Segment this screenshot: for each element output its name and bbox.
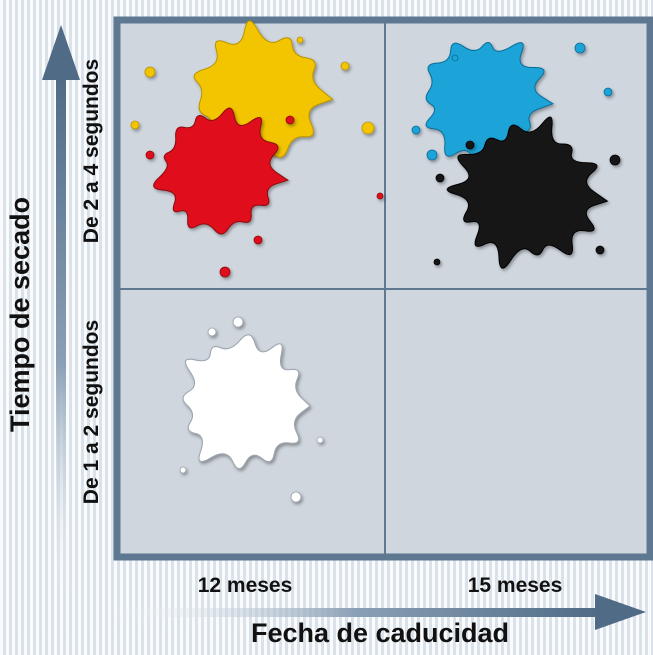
black-ink-splat-droplet bbox=[435, 173, 445, 183]
white-ink-splat-droplet bbox=[207, 327, 217, 337]
black-ink-splat-droplet bbox=[433, 258, 441, 266]
cyan-ink-splat-droplet bbox=[451, 54, 459, 62]
red-ink-splat-droplet bbox=[285, 115, 295, 125]
ink-splats bbox=[130, 20, 621, 503]
red-ink-splat bbox=[145, 107, 384, 278]
cyan-ink-splat-droplet bbox=[426, 149, 438, 161]
white-ink-splat bbox=[179, 316, 324, 503]
cyan-ink-splat-droplet bbox=[603, 87, 613, 97]
x-axis-arrowhead bbox=[595, 594, 646, 630]
black-ink-splat-droplet bbox=[609, 154, 621, 166]
white-ink-splat-droplet bbox=[316, 436, 324, 444]
row-label-bottom: De 1 a 2 segundos bbox=[80, 319, 103, 505]
black-ink-splat-droplet bbox=[465, 140, 475, 150]
x-axis-title: Fecha de caducidad bbox=[250, 618, 510, 648]
cyan-ink-splat-droplet bbox=[411, 125, 421, 135]
y-axis-arrow bbox=[56, 76, 66, 600]
yellow-ink-splat-droplet bbox=[296, 36, 304, 44]
black-ink-splat-body bbox=[446, 116, 609, 269]
white-ink-splat-droplet bbox=[232, 316, 244, 328]
x-axis-arrow bbox=[110, 608, 600, 617]
row-label-top: De 2 a 4 segundos bbox=[80, 58, 103, 244]
black-ink-splat-droplet bbox=[595, 245, 605, 255]
column-label-right: 15 meses bbox=[467, 574, 563, 597]
red-ink-splat-droplet bbox=[376, 192, 384, 200]
white-ink-splat-body bbox=[182, 334, 311, 470]
yellow-ink-splat-droplet bbox=[130, 120, 140, 130]
yellow-ink-splat-droplet bbox=[361, 121, 375, 135]
column-label-left: 12 meses bbox=[197, 574, 293, 597]
black-ink-splat bbox=[433, 116, 621, 269]
red-ink-splat-droplet bbox=[219, 266, 231, 278]
white-ink-splat-droplet bbox=[290, 491, 302, 503]
y-axis-title: Tiempo de secado bbox=[5, 196, 35, 432]
red-ink-splat-body bbox=[153, 107, 290, 235]
red-ink-splat-droplet bbox=[145, 150, 155, 160]
red-ink-splat-droplet bbox=[253, 235, 263, 245]
y-axis-arrowhead bbox=[42, 25, 80, 80]
yellow-ink-splat-droplet bbox=[340, 61, 350, 71]
quadrant-grid bbox=[113, 16, 653, 561]
yellow-ink-splat-droplet bbox=[144, 66, 156, 78]
cyan-ink-splat-droplet bbox=[574, 42, 586, 54]
white-ink-splat-droplet bbox=[179, 466, 187, 474]
